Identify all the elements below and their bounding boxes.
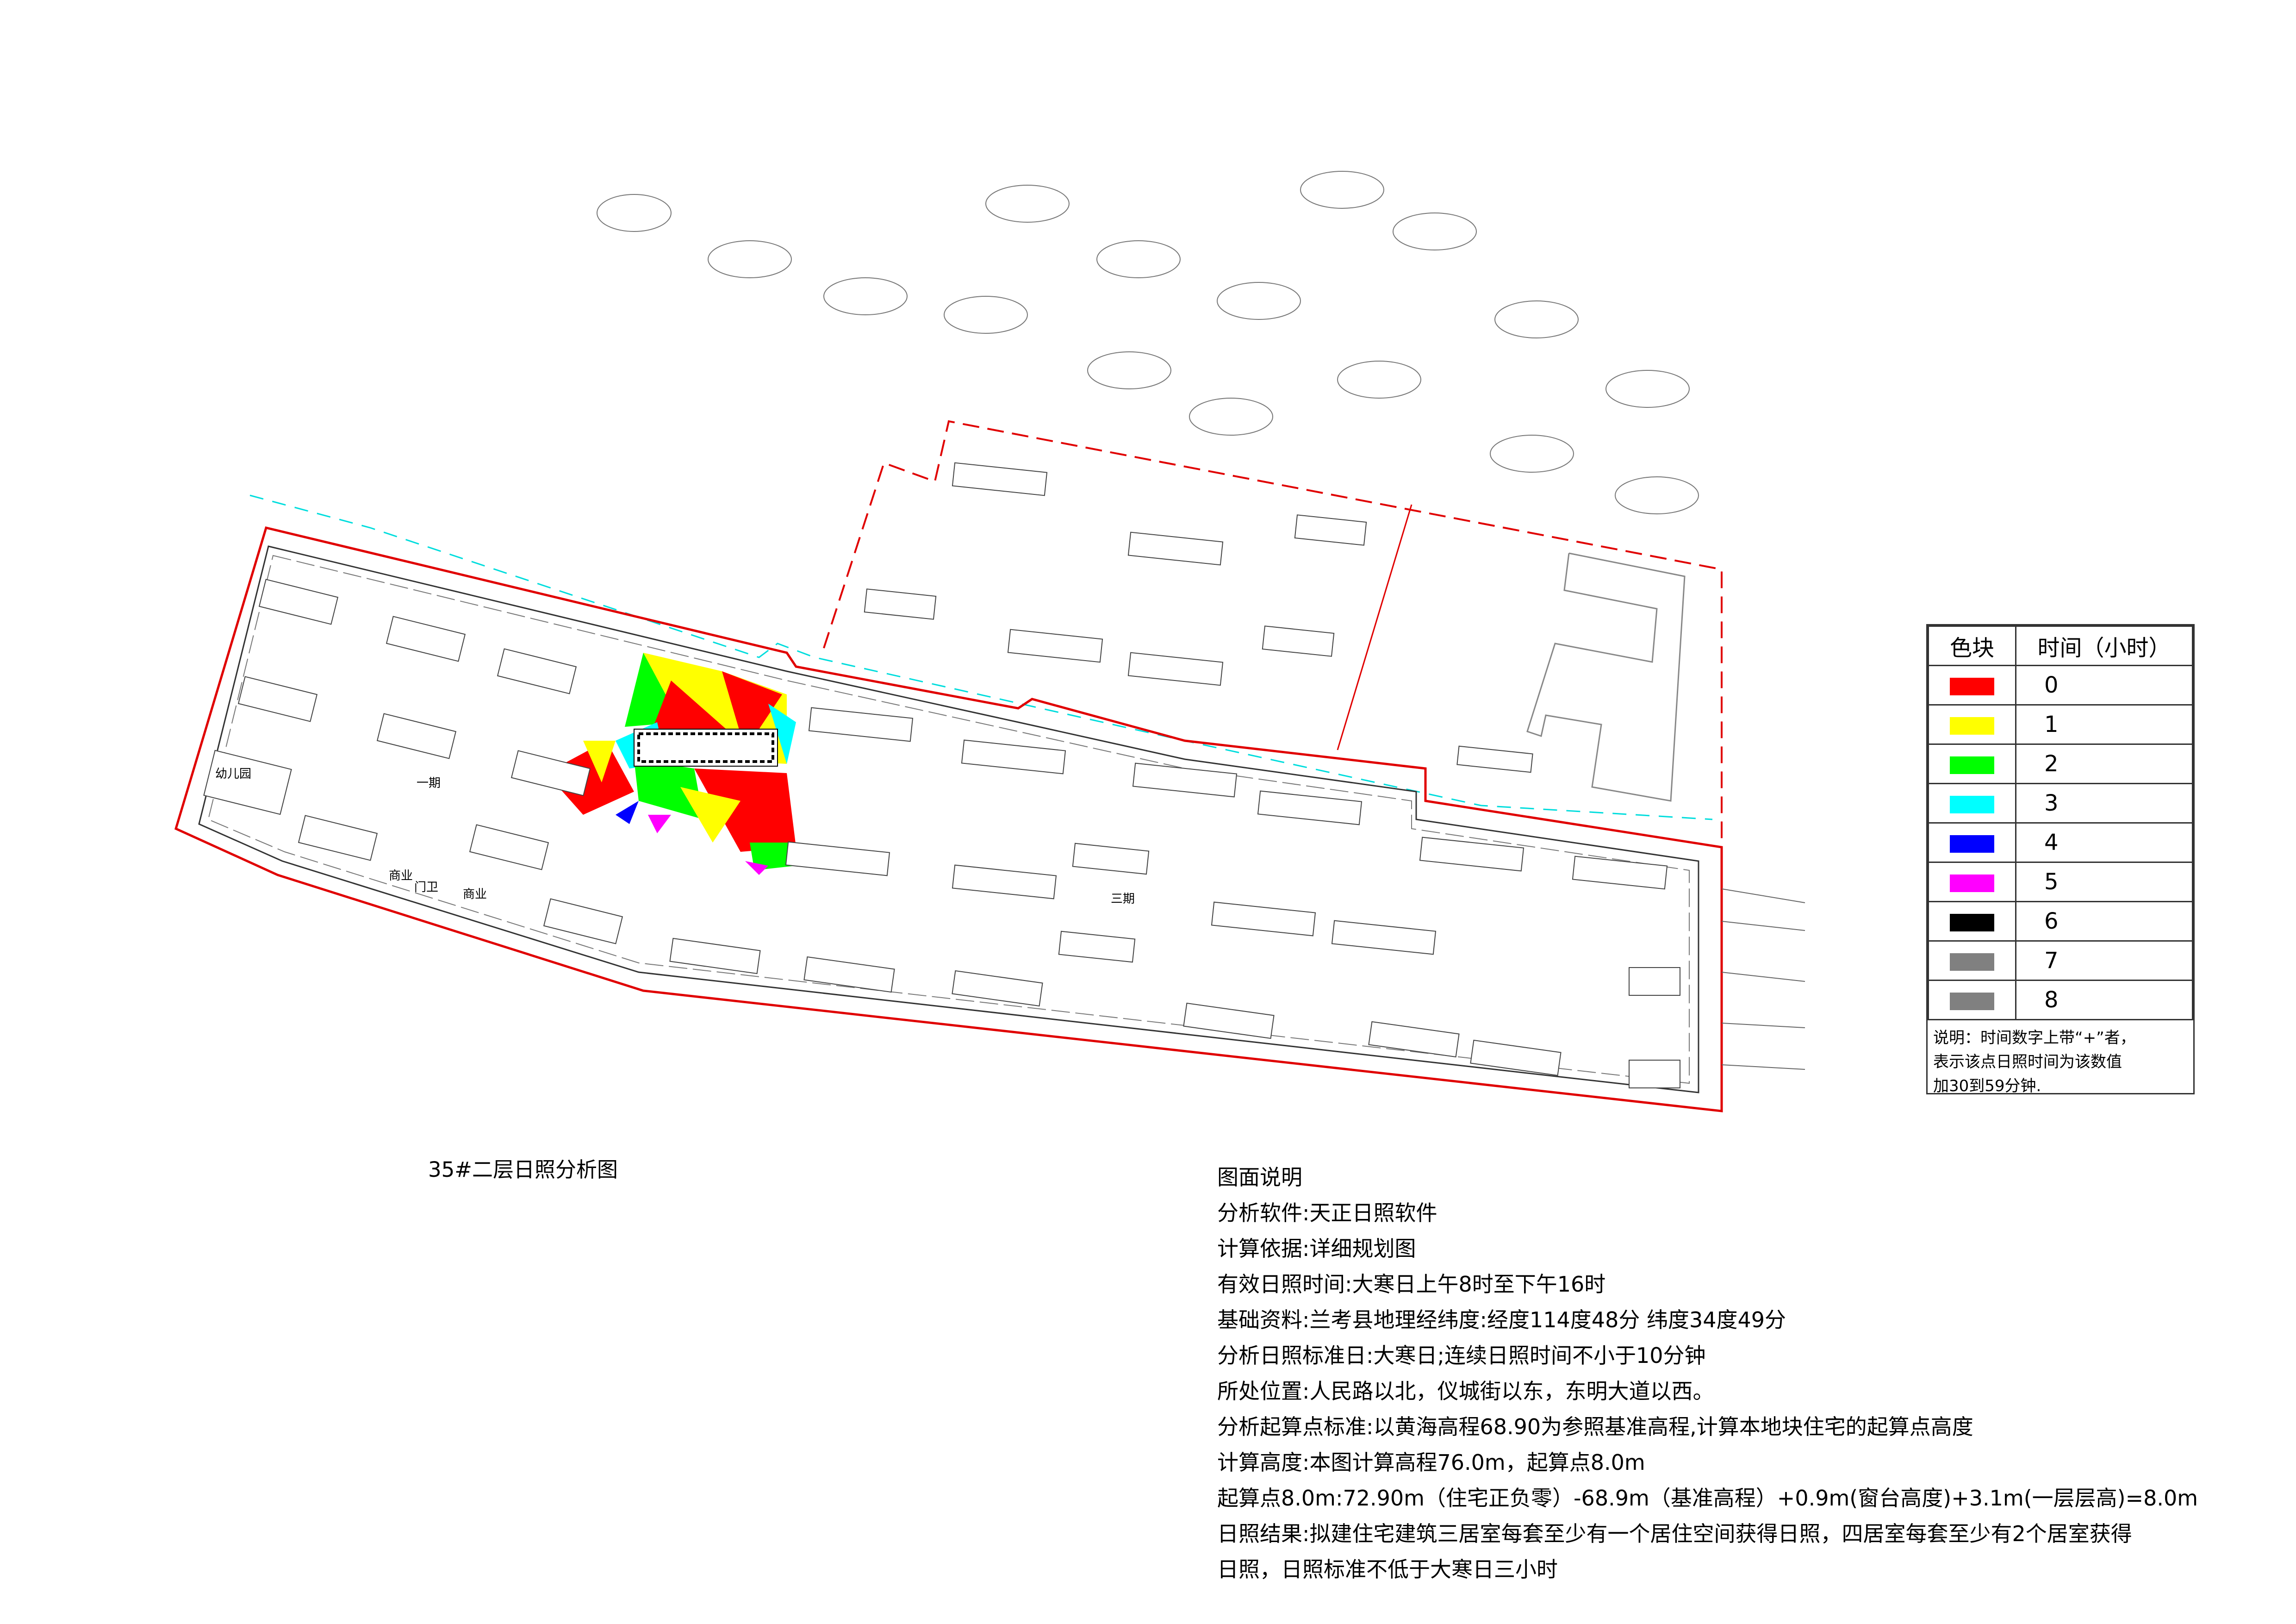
- legend: 色块 时间（小时） 0 1 2 3 4 5 6: [1926, 624, 2195, 1095]
- label-gate: 门卫: [414, 881, 438, 894]
- internal-road-outline-inner: [207, 555, 1690, 1084]
- road-centerline-dashed: [249, 494, 1713, 820]
- notes-line: 起算点8.0m:72.90m（住宅正负零）-68.9m（基准高程）+0.9m(窗…: [1217, 1486, 2198, 1511]
- legend-table: 色块 时间（小时） 0 1 2 3 4 5 6: [1928, 625, 2193, 1020]
- site-boundary: [174, 526, 1723, 1112]
- legend-value: 3: [2015, 783, 2193, 824]
- legend-swatch-5: [1950, 874, 1994, 892]
- legend-value: 1: [2015, 704, 2193, 745]
- legend-row: 0: [1928, 665, 2193, 706]
- notes-line: 计算依据:详细规划图: [1217, 1236, 1416, 1261]
- legend-swatch-7: [1950, 953, 1994, 971]
- boundary-phase-future-dashed: [823, 420, 1723, 843]
- legend-value: 8: [2015, 980, 2193, 1020]
- notes-line: 分析日照标准日:大寒日;连续日照时间不小于10分钟: [1217, 1343, 1706, 1368]
- legend-note-line: 说明：时间数字上带“+”者，: [1933, 1029, 2136, 1047]
- legend-header-color: 色块: [1928, 625, 2016, 666]
- legend-value: 7: [2015, 940, 2193, 981]
- legend-row: 5: [1928, 862, 2193, 902]
- legend-note: 说明：时间数字上带“+”者， 表示该点日照时间为该数值 加30到59分钟.: [1928, 1020, 2193, 1098]
- buildings: [203, 462, 1680, 1088]
- notes-line: 基础资料:兰考县地理经纬度:经度114度48分 纬度34度49分: [1217, 1307, 1786, 1332]
- annotation-leaders: [1721, 888, 1805, 1070]
- legend-swatch-3: [1950, 796, 1994, 813]
- legend-row: 2: [1928, 743, 2193, 784]
- legend-value: 5: [2015, 862, 2193, 902]
- legend-row: 7: [1928, 940, 2193, 981]
- legend-row: 1: [1928, 704, 2193, 745]
- legend-note-line: 表示该点日照时间为该数值: [1933, 1053, 2122, 1071]
- drawing-caption: 35#二层日照分析图: [428, 1157, 618, 1182]
- notes-line: 日照结果:拟建住宅建筑三居室每套至少有一个居住空间获得日照，四居室每套至少有2个…: [1217, 1521, 2132, 1546]
- legend-row: 3: [1928, 783, 2193, 824]
- label-kindergarten: 幼儿园: [215, 767, 251, 781]
- legend-value: 0: [2015, 665, 2193, 706]
- internal-road-outline: [198, 545, 1699, 1093]
- legend-note-line: 加30到59分钟.: [1933, 1077, 2041, 1095]
- legend-header-time: 时间（小时）: [2015, 625, 2193, 666]
- notes-title: 图面说明: [1217, 1165, 1302, 1190]
- notes-line: 有效日照时间:大寒日上午8时至下午16时: [1217, 1272, 1606, 1297]
- boundary-divider-line: [1337, 504, 1412, 750]
- label-commercial-b: 商业: [463, 887, 487, 901]
- sunlight-heatmap: [546, 653, 796, 875]
- label-phase-1: 一期: [417, 776, 441, 790]
- l-shaped-building-outline: [1526, 552, 1686, 802]
- legend-row: 8: [1928, 980, 2193, 1020]
- legend-swatch-2: [1950, 756, 1994, 774]
- label-phase-3: 三期: [1111, 892, 1135, 906]
- notes-line: 所处位置:人民路以北，仪城街以东，东明大道以西。: [1217, 1379, 1714, 1404]
- legend-value: 6: [2015, 901, 2193, 942]
- notes-line: 计算高度:本图计算高程76.0m，起算点8.0m: [1217, 1450, 1645, 1475]
- drawing-notes: 图面说明 分析软件:天正日照软件 计算依据:详细规划图 有效日照时间:大寒日上午…: [1217, 1160, 2198, 1587]
- legend-swatch-1: [1950, 717, 1994, 735]
- legend-swatch-8: [1950, 993, 1994, 1010]
- label-commercial-a: 商业: [389, 869, 413, 883]
- notes-line: 分析起算点标准:以黄海高程68.90为参照基准高程,计算本地块住宅的起算点高度: [1217, 1414, 1973, 1439]
- existing-buildings-north: [597, 171, 1699, 514]
- legend-row: 6: [1928, 901, 2193, 942]
- notes-line: 分析软件:天正日照软件: [1217, 1200, 1437, 1225]
- legend-value: 4: [2015, 822, 2193, 863]
- legend-swatch-4: [1950, 835, 1994, 853]
- notes-line: 日照，日照标准不低于大寒日三小时: [1217, 1557, 1558, 1582]
- legend-row: 4: [1928, 822, 2193, 863]
- legend-swatch-0: [1950, 678, 1994, 695]
- legend-swatch-6: [1950, 914, 1994, 931]
- legend-value: 2: [2015, 743, 2193, 784]
